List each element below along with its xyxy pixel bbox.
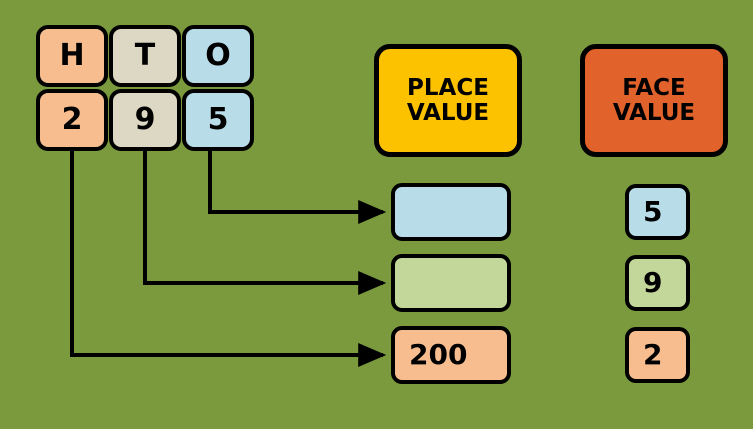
connector-tens-to-result-2 [143,150,387,295]
place-value-header-ones: O [182,25,254,87]
place-value-title-line1: PLACE [407,75,489,102]
place-value-result-2[interactable] [391,254,511,312]
face-value-title-line2: VALUE [612,99,696,126]
place-value-header-hundreds-label: H [59,38,85,74]
face-value-result-2-value: 9 [643,266,663,300]
place-value-header-ones-label: O [205,38,231,74]
face-value-result-1[interactable]: 5 [625,184,690,240]
place-value-header-hundreds: H [36,25,108,87]
place-value-title-line2: VALUE [406,99,490,126]
connector-ones-to-result-1 [208,150,387,224]
face-value-result-3[interactable]: 2 [625,327,690,383]
place-value-title-card: PLACE VALUE [374,44,522,157]
digit-cell-hundreds: 2 [36,89,108,151]
digit-ones-value: 5 [207,102,229,138]
place-value-result-1[interactable] [391,183,511,241]
digit-cell-ones: 5 [182,89,254,151]
place-value-header-tens: T [109,25,181,87]
face-value-title-card: FACE VALUE [580,44,728,157]
digit-cell-tens: 9 [109,89,181,151]
connector-hundreds-to-result-3 [70,150,387,367]
face-value-result-1-value: 5 [643,195,663,229]
face-value-result-3-value: 2 [643,338,663,372]
face-value-title-line1: FACE [622,75,686,102]
face-value-result-2[interactable]: 9 [625,255,690,311]
digit-tens-value: 9 [134,102,156,138]
place-value-result-3[interactable]: 200 [391,326,511,384]
place-value-header-tens-label: T [134,38,156,74]
digit-hundreds-value: 2 [61,102,83,138]
place-value-result-3-value: 200 [409,338,468,372]
